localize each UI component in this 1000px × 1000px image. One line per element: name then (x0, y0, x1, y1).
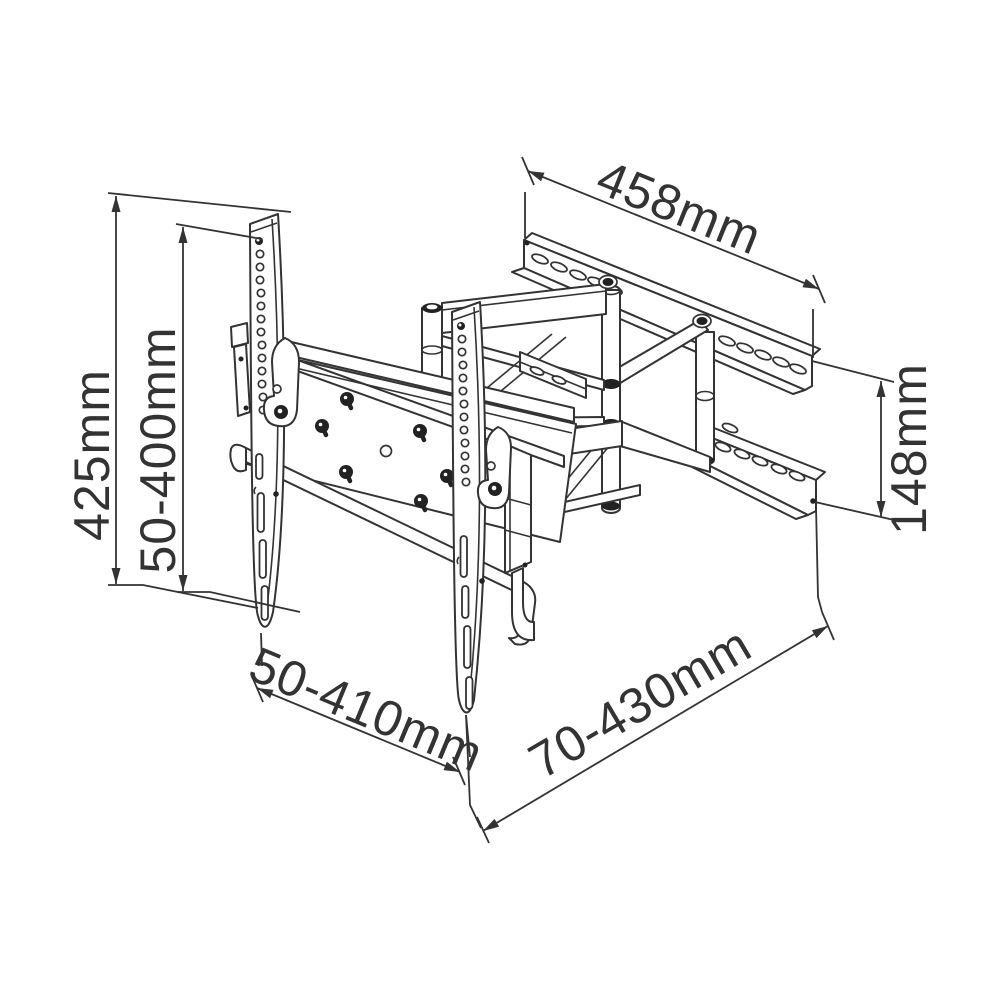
dimension-label-458mm: 458mm (589, 149, 769, 265)
dimension-left-outer: 425mm (64, 192, 292, 609)
rail-screw-lower (692, 313, 712, 329)
dimension-label-70-430mm: 70-430mm (519, 616, 760, 790)
rear-pivot-post (695, 331, 715, 466)
right-tilt-lever (476, 426, 512, 510)
dimension-label-50-410mm: 50-410mm (242, 636, 492, 782)
cross-channel (519, 351, 587, 399)
elbow-post (601, 284, 621, 514)
vesa-center-hole (379, 444, 393, 458)
dimension-bottom-left: 50-410mm (242, 632, 492, 786)
dimension-label-425mm: 425mm (64, 369, 120, 541)
dimension-label-148mm: 148mm (881, 363, 937, 535)
side-channel-plate (504, 443, 535, 642)
articulating-arm-assembly (418, 274, 712, 523)
dimension-label-50-400mm: 50-400mm (130, 327, 186, 574)
left-tilt-lever (262, 337, 300, 428)
left-wall-hook (230, 322, 251, 417)
dimension-left-inner: 50-400mm (130, 223, 301, 613)
right-tv-rail (451, 301, 487, 714)
rail-screw-upper (598, 274, 618, 290)
dimension-right: 148mm (811, 360, 937, 535)
vesa-screws (315, 392, 454, 513)
